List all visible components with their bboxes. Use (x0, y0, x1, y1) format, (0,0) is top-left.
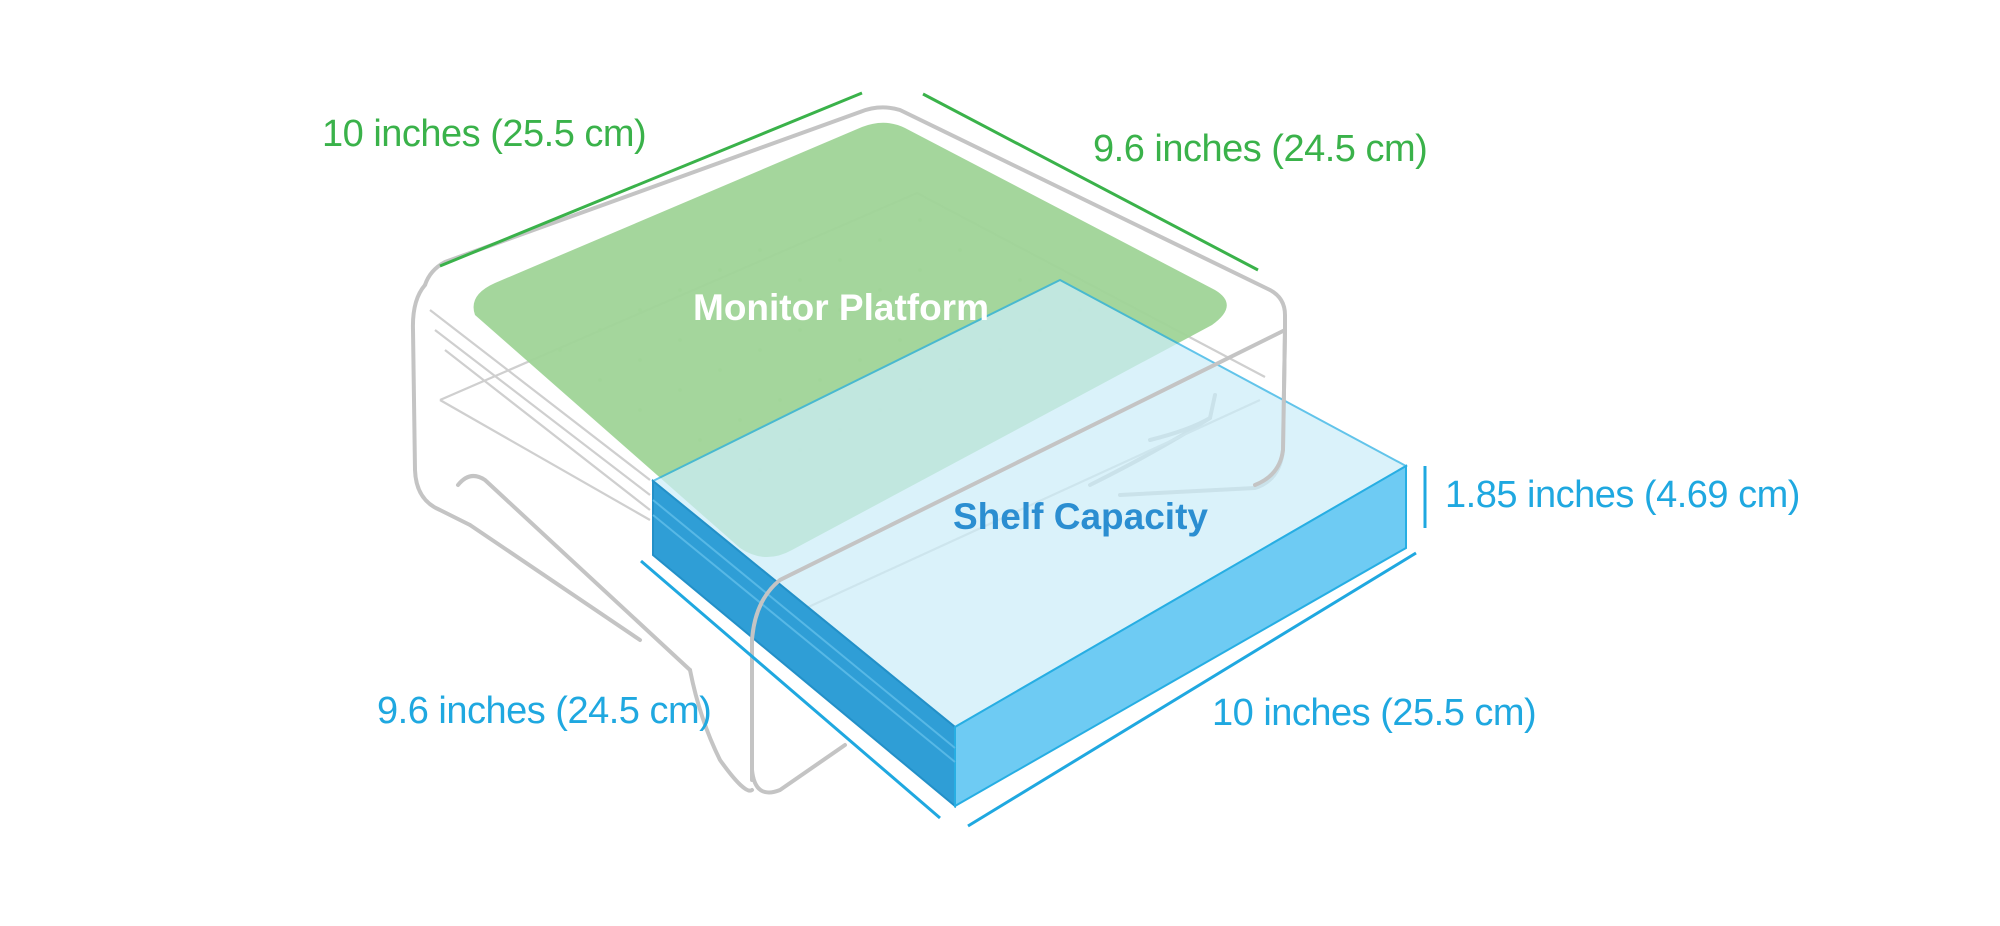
monitor-platform-area (473, 122, 1227, 558)
dimension-line-platform-depth (922, 92, 1259, 272)
shelf-capacity-label: Shelf Capacity (953, 496, 1208, 537)
shelf-length-label: 10 inches (25.5 cm) (1212, 692, 1537, 734)
monitor-platform-label: Monitor Platform (693, 287, 989, 328)
platform-length-label: 10 inches (25.5 cm) (322, 113, 647, 155)
shelf-height-label: 1.85 inches (4.69 cm) (1445, 474, 1800, 516)
platform-depth-label: 9.6 inches (24.5 cm) (1093, 128, 1428, 170)
shelf-front-face (954, 464, 1407, 808)
shelf-capacity-box (651, 278, 1409, 809)
shelf-depth-label: 9.6 inches (24.5 cm) (377, 690, 712, 732)
dimension-line-shelf-depth (640, 559, 941, 820)
stand-front-edge (750, 328, 1287, 782)
dimension-line-shelf-length (967, 551, 1417, 828)
dimension-line-platform-length (439, 91, 863, 268)
